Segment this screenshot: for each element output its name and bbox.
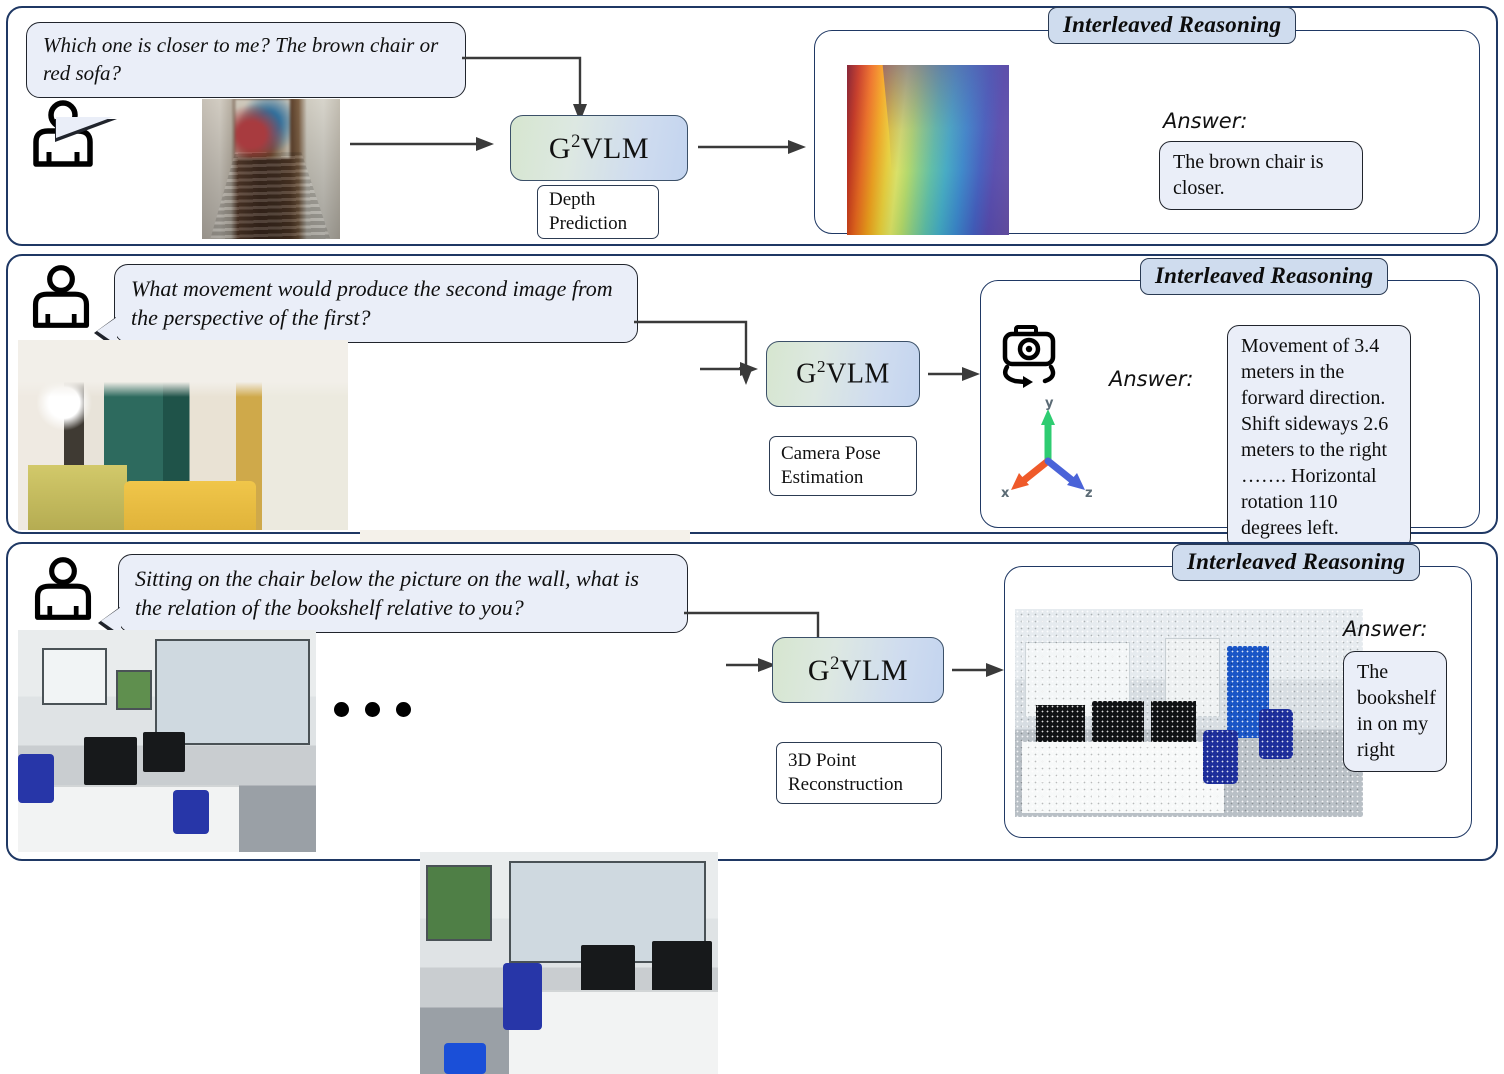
question-text: Which one is closer to me? The brown cha… (43, 33, 439, 85)
office-chair (503, 963, 543, 1030)
reasoning-panel-2: y x z Answer: Movement of 3.4 meters in … (980, 280, 1480, 550)
depth-map-visual (847, 65, 1009, 235)
question-text: What movement would produce the second i… (131, 276, 613, 331)
whiteboard (41, 647, 108, 706)
connector-question-to-model (462, 56, 587, 122)
dot (334, 702, 349, 717)
figure-root: Which one is closer to me? The brown cha… (0, 0, 1504, 867)
svg-text:z: z (1085, 486, 1093, 499)
connector-question-to-model (634, 320, 753, 385)
answer-text: The bookshelf in on my right (1357, 661, 1436, 761)
point-noise-overlay (1015, 609, 1363, 817)
person-icon (30, 556, 96, 622)
dot (365, 702, 380, 717)
input-image-interior-1 (18, 340, 348, 530)
model-label: G2VLM (548, 130, 650, 165)
model-label: G2VLM (807, 652, 909, 687)
arrow-image-to-model (350, 137, 494, 151)
input-image-office-1 (18, 630, 316, 852)
arrow-model-to-reasoning (698, 140, 806, 154)
arrow-model-to-reasoning (952, 663, 1004, 677)
question-text: Sitting on the chair below the picture o… (135, 566, 639, 621)
answer-label: Answer: (1163, 109, 1248, 133)
task-box-camera-pose: Camera Pose Estimation (769, 436, 917, 496)
person-icon (28, 264, 94, 330)
answer-text: Movement of 3.4 meters in the forward di… (1241, 335, 1389, 539)
window (155, 638, 311, 746)
task-line-1: 3D Point (788, 750, 857, 772)
reasoning-chip-1: Interleaved Reasoning (1048, 7, 1297, 44)
office-chair (172, 789, 209, 835)
monitor (143, 732, 185, 773)
office-chair (18, 754, 54, 804)
row-panel-camera-pose: What movement would produce the second i… (6, 254, 1498, 720)
arrow-model-to-reasoning (928, 367, 980, 381)
task-line-2: Estimation (781, 467, 864, 488)
monitor (580, 945, 635, 995)
svg-text:x: x (1001, 486, 1010, 499)
dot (396, 702, 411, 717)
task-box-3d-point-reconstruction: 3D Point Reconstruction (776, 742, 942, 804)
bag (443, 1042, 486, 1074)
model-label: G2VLM (796, 357, 890, 390)
reasoning-panel-3: Answer: The bookshelf in on my right (1004, 566, 1472, 838)
task-line-2: Reconstruction (788, 774, 904, 795)
answer-label: Answer: (1343, 617, 1428, 641)
input-image-hallway (202, 99, 340, 239)
task-line-1: Depth (549, 189, 596, 211)
reasoning-chip-3: Interleaved Reasoning (1172, 544, 1421, 581)
answer-box: Movement of 3.4 meters in the forward di… (1227, 325, 1411, 550)
svg-text:y: y (1045, 396, 1054, 411)
user-question-bubble: Sitting on the chair below the picture o… (98, 554, 688, 639)
camera-rotation-icon (999, 325, 1077, 396)
task-line-1: Camera Pose (781, 443, 881, 465)
model-box-point-reconstruction[interactable]: G2VLM (772, 637, 944, 703)
answer-box: The bookshelf in on my right (1343, 651, 1447, 772)
wall-picture (425, 865, 492, 941)
ellipsis-dots (334, 702, 411, 717)
input-image-office-2 (420, 852, 718, 1074)
row-panel-point-reconstruction: Sitting on the chair below the picture o… (6, 542, 1498, 1074)
monitor (83, 736, 138, 786)
task-line-2: Prediction (549, 213, 628, 234)
answer-text: The brown chair is closer. (1173, 151, 1324, 199)
answer-label: Answer: (1109, 367, 1194, 391)
task-box-depth-prediction: Depth Prediction (537, 185, 659, 239)
user-question-bubble: What movement would produce the second i… (94, 264, 638, 349)
3d-axis-indicator: y x z (999, 395, 1097, 504)
reasoning-chip-2: Interleaved Reasoning (1140, 258, 1389, 295)
user-question-bubble: Which one is closer to me? The brown cha… (26, 22, 466, 143)
wall-picture (116, 669, 153, 710)
arrow-images-to-model (726, 658, 776, 672)
model-box-camera-pose[interactable]: G2VLM (766, 341, 920, 407)
reasoning-panel-1: Answer: The brown chair is closer. (814, 30, 1480, 235)
answer-box: The brown chair is closer. (1159, 141, 1363, 210)
model-box-depth[interactable]: G2VLM (510, 115, 688, 181)
point-cloud-visual (1015, 609, 1363, 817)
row-panel-depth: Which one is closer to me? The brown cha… (6, 6, 1498, 246)
